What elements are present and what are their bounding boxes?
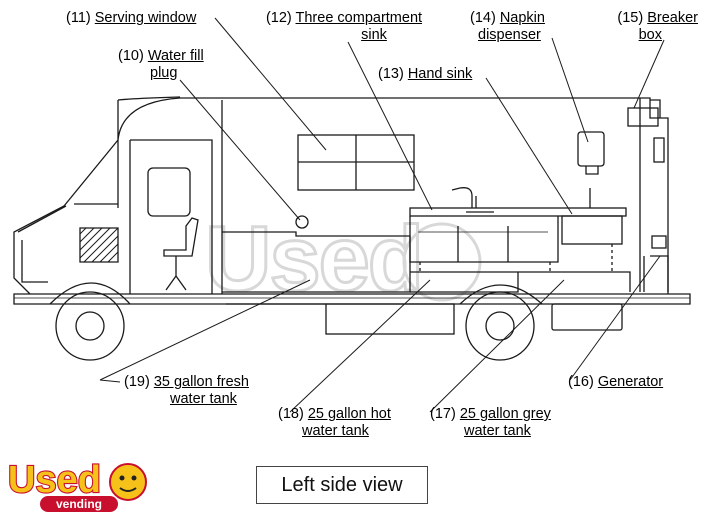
label-text: 35 gallon fresh [153,374,249,390]
label-num: (13) [378,66,404,82]
label-generator: (16) Generator [568,374,663,391]
label-num: (18) [278,406,304,422]
label-napkin-dispenser: (14) Napkin dispenser [470,10,545,44]
label-num: (11) [66,10,91,26]
label-three-compartment-sink: (12) Three compartment sink [252,10,436,44]
logo-word-used: Used [8,459,101,501]
label-num: (15) [617,10,644,26]
label-text: sink [361,27,387,43]
watermark: Used [204,207,482,312]
label-num: (17) [430,406,456,422]
leader-lines [99,17,665,413]
label-serving-window: (11) Serving window [66,10,196,27]
label-text: 25 gallon grey [459,406,551,422]
truck-outline [13,96,691,361]
label-grey-water-tank: (17) 25 gallon grey water tank [430,406,551,440]
label-text: Napkin [499,10,545,26]
label-num: (10) [118,48,144,64]
logo-banner [40,496,118,512]
label-text: water tank [302,423,369,439]
label-num: (16) [568,374,594,390]
label-breaker-box: (15) Breaker box [600,10,698,44]
label-hot-water-tank: (18) 25 gallon hot water tank [278,406,391,440]
label-num: (19) [124,374,150,390]
label-water-fill-plug: (10) Water fill plug [118,48,204,82]
label-text: water tank [170,391,237,407]
caption-text: Left side view [281,473,403,496]
label-text: Three compartment [295,10,423,26]
label-text: Water fill [147,48,204,64]
watermark-text: Used [205,208,422,310]
logo-mascot-icon [109,463,147,501]
label-text: Breaker [647,10,698,26]
label-text: Serving window [94,10,197,26]
label-text: box [638,27,662,43]
label-text: plug [150,65,178,81]
label-text: water tank [464,423,531,439]
label-num: (14) [470,10,496,26]
label-text: 25 gallon hot [307,406,391,422]
label-hand-sink: (13) Hand sink [378,66,472,83]
label-text: Hand sink [407,66,473,82]
label-text: Generator [597,374,664,390]
view-caption: Left side view [256,466,428,504]
used-vending-logo: Used vending [7,458,147,512]
label-num: (12) [265,10,292,26]
logo-word-vending: vending [56,497,102,511]
label-text: dispenser [478,27,541,43]
label-fresh-water-tank: (19) 35 gallon fresh water tank [124,374,249,408]
